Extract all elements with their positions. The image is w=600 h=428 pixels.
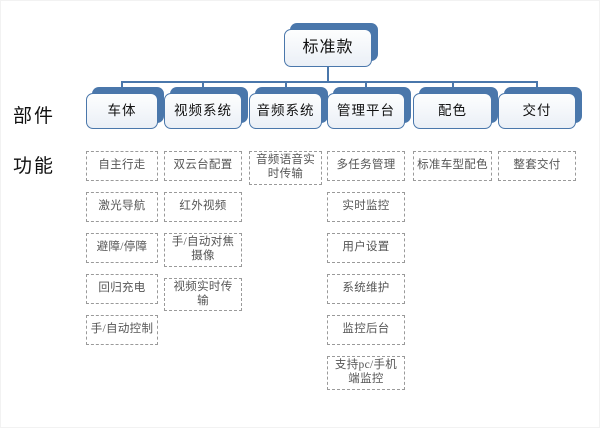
function-box[interactable]: 音频语音实时传输 [249,151,322,185]
function-box[interactable]: 手/自动对焦摄像 [164,233,242,267]
function-column-6: 整套交付 [498,151,576,192]
component-node-4[interactable]: 管理平台 [327,87,411,129]
component-node-6[interactable]: 交付 [498,87,582,129]
component-node-card: 车体 [86,93,158,129]
component-node-label: 视频系统 [174,103,232,119]
connector-root-stem [327,67,329,81]
function-box[interactable]: 自主行走 [86,151,158,181]
function-column-2: 双云台配置红外视频手/自动对焦摄像视频实时传输 [164,151,242,322]
function-box[interactable]: 多任务管理 [327,151,405,181]
function-box[interactable]: 实时监控 [327,192,405,222]
row-label-functions: 功能 [13,156,56,177]
function-box[interactable]: 手/自动控制 [86,315,158,345]
function-box[interactable]: 视频实时传输 [164,278,242,312]
function-box[interactable]: 回归充电 [86,274,158,304]
component-node-card: 配色 [413,93,492,129]
function-box[interactable]: 双云台配置 [164,151,242,181]
root-node-card: 标准款 [284,29,372,67]
component-node-2[interactable]: 视频系统 [164,87,248,129]
component-node-5[interactable]: 配色 [413,87,498,129]
function-box[interactable]: 用户设置 [327,233,405,263]
component-node-label: 车体 [107,103,137,119]
function-column-3: 音频语音实时传输 [249,151,322,196]
connector-bus [122,81,537,83]
component-node-label: 音频系统 [256,103,315,119]
function-box[interactable]: 红外视频 [164,192,242,222]
function-box[interactable]: 支持pc/手机端监控 [327,356,405,390]
function-box[interactable]: 监控后台 [327,315,405,345]
function-box[interactable]: 系统维护 [327,274,405,304]
component-node-card: 交付 [498,93,576,129]
component-node-label: 配色 [438,103,467,119]
function-box[interactable]: 激光导航 [86,192,158,222]
component-node-card: 视频系统 [164,93,242,129]
function-column-5: 标准车型配色 [413,151,492,192]
root-node-label: 标准款 [302,39,354,56]
component-node-1[interactable]: 车体 [86,87,164,129]
component-node-label: 交付 [522,103,552,119]
component-node-label: 管理平台 [337,103,395,119]
component-node-card: 音频系统 [249,93,322,129]
function-box[interactable]: 标准车型配色 [413,151,492,181]
root-node[interactable]: 标准款 [284,23,378,67]
row-label-parts: 部件 [13,106,56,127]
function-box[interactable]: 避障/停障 [86,233,158,263]
function-column-4: 多任务管理实时监控用户设置系统维护监控后台支持pc/手机端监控 [327,151,405,401]
component-node-3[interactable]: 音频系统 [249,87,328,129]
function-box[interactable]: 整套交付 [498,151,576,181]
function-column-1: 自主行走激光导航避障/停障回归充电手/自动控制 [86,151,158,356]
component-node-card: 管理平台 [327,93,405,129]
